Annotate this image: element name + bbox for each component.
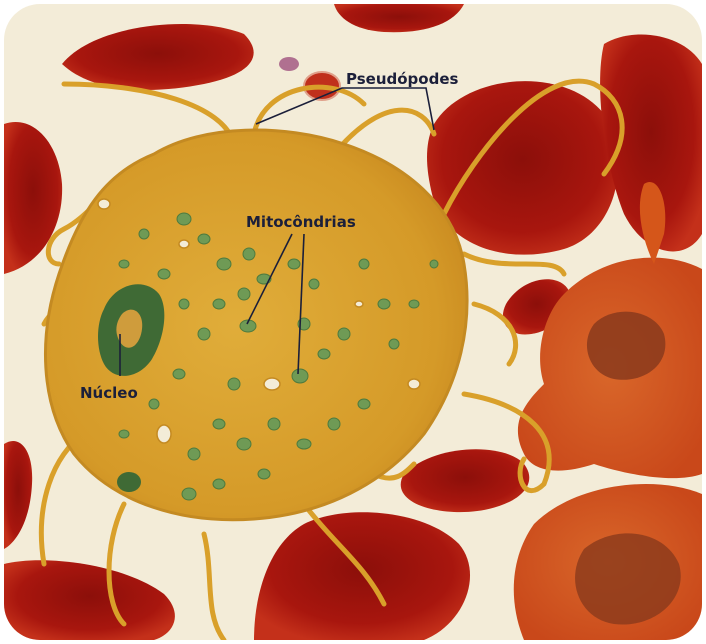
red-blood-cell xyxy=(4,122,63,274)
red-blood-cell xyxy=(400,449,530,513)
nucleus-inner xyxy=(116,309,143,348)
red-blood-cell xyxy=(4,440,33,549)
pseudopodes-leader xyxy=(255,87,435,131)
red-blood-cells xyxy=(4,4,702,640)
neighbor-pseudopod xyxy=(639,182,666,264)
neighbor-nucleus xyxy=(575,533,681,625)
red-blood-cell xyxy=(600,34,702,252)
label-pseudopodes: Pseudópodes xyxy=(346,70,459,88)
neighbor-nucleus xyxy=(586,311,666,380)
red-blood-cell xyxy=(4,560,175,640)
red-blood-cell xyxy=(254,512,471,640)
mitocondrias-leader-2 xyxy=(297,233,305,375)
red-blood-cell xyxy=(427,81,619,255)
nucleus-lobe xyxy=(117,472,141,492)
red-blood-cell xyxy=(334,4,464,33)
micrograph-image xyxy=(4,4,702,640)
label-mitocondrias: Mitocôndrias xyxy=(246,213,356,231)
annotation-leader-lines xyxy=(119,87,435,376)
mitocondrias-leader-1 xyxy=(246,233,293,325)
neighbor-cells xyxy=(513,182,702,640)
micrograph-frame: Pseudópodes Mitocôndrias Núcleo xyxy=(4,4,702,640)
red-blood-cell xyxy=(62,24,254,90)
mitochondria xyxy=(118,212,439,501)
label-nucleo: Núcleo xyxy=(80,384,138,402)
small-particle xyxy=(279,57,299,71)
vacuoles xyxy=(97,198,421,444)
